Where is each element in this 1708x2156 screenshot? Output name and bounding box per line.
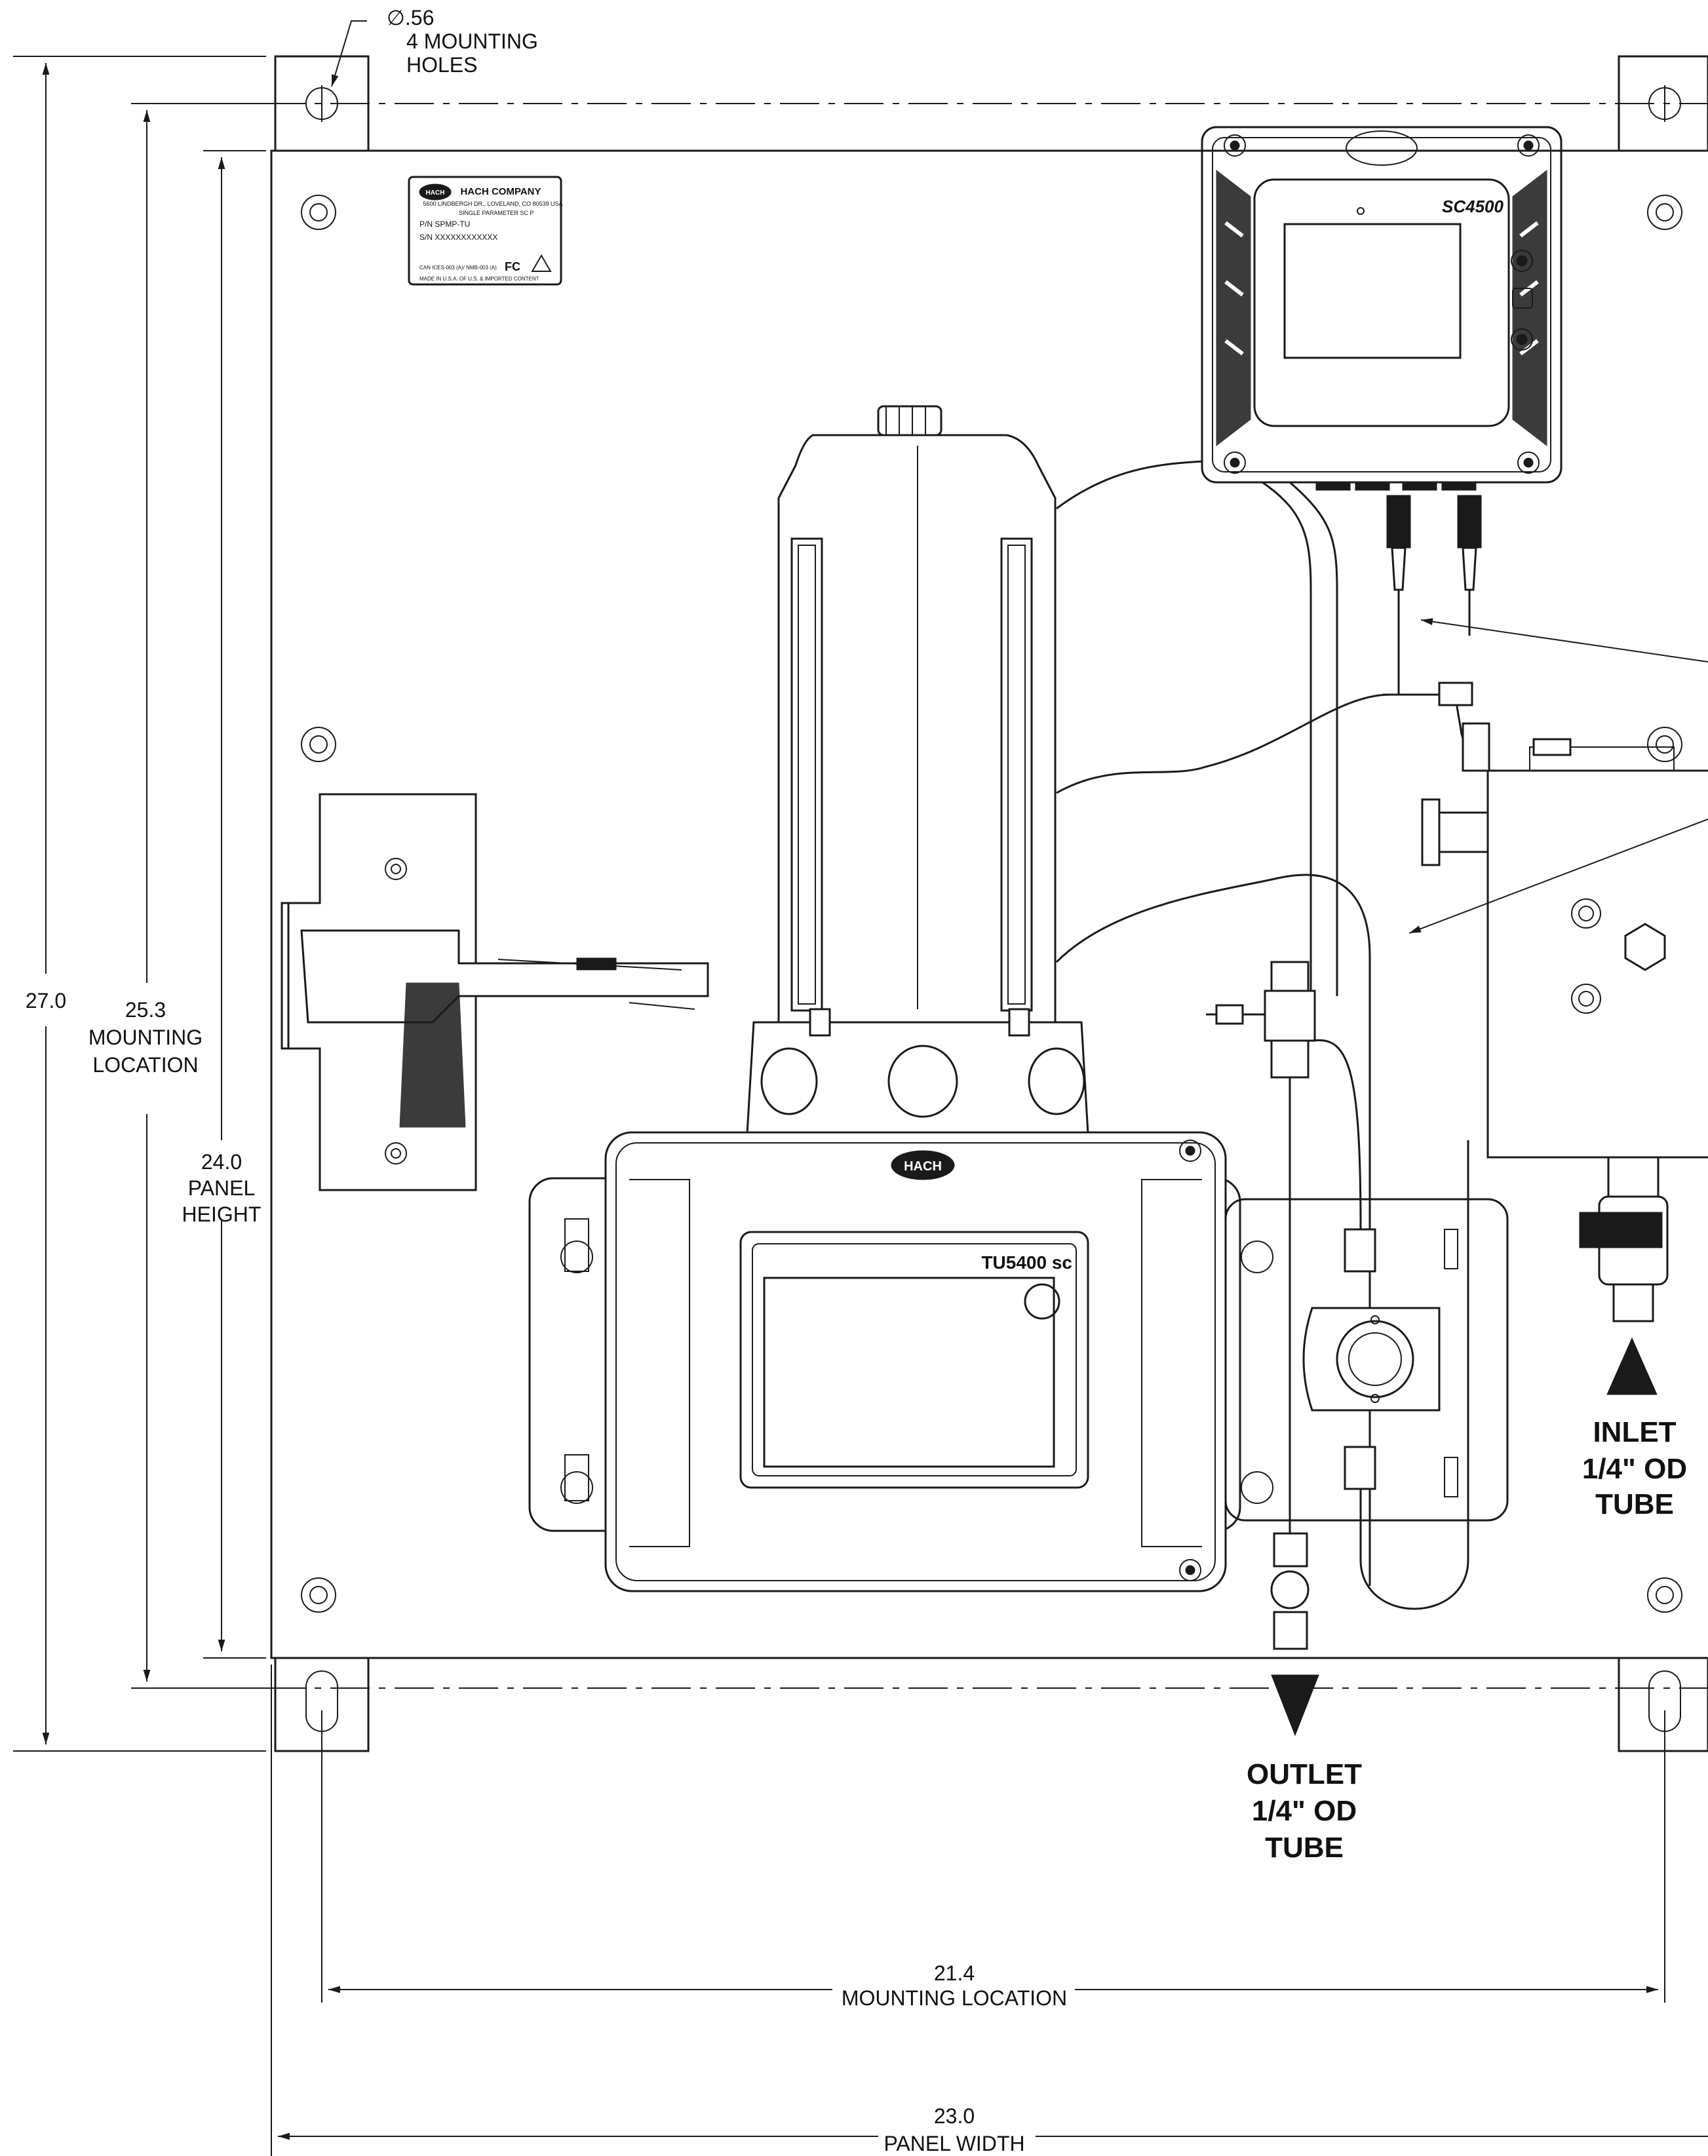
nameplate-company: HACH COMPANY	[460, 186, 541, 197]
analyzer-logo	[891, 1150, 955, 1180]
nameplate-model: SINGLE PARAMETER SC P	[459, 210, 534, 216]
sc4500-controller: SC4500	[1201, 126, 1562, 491]
nameplate-sn: S/N XXXXXXXXXXXX	[419, 233, 497, 242]
nameplate-brand: HACH	[426, 189, 445, 197]
sensor-bracket	[281, 793, 709, 1191]
flow-cell-plate	[1224, 1198, 1509, 1522]
panel-screw	[301, 195, 336, 230]
panel-outline	[270, 149, 1708, 1659]
panel-width-value: 23.0	[934, 2104, 975, 2128]
nameplate-fcc-mark: FC	[505, 260, 520, 273]
outlet-label: OUTLET	[1247, 1758, 1362, 1790]
sensor-tower	[746, 405, 1089, 1135]
hole-label: HOLES	[406, 53, 477, 77]
inlet-ball-valve	[1579, 1156, 1669, 1322]
hole-diameter: ∅.56	[387, 6, 434, 29]
inlet-manifold	[1383, 682, 1708, 1159]
panel-height-label: HEIGHT	[182, 1203, 262, 1226]
analyzer-label: TU5400 sc	[981, 1252, 1072, 1273]
panel-screw	[301, 727, 336, 762]
controller-connector	[1457, 495, 1482, 636]
analyzer-brand: HACH	[904, 1159, 942, 1174]
mounting-height-label: LOCATION	[92, 1053, 198, 1077]
nameplate-cert: CAN ICES-003 (A)/ NMB-003 (A)	[419, 265, 497, 271]
controller-display[interactable]	[1283, 223, 1462, 359]
outlet-arrow-icon	[1271, 1674, 1319, 1737]
nameplate-pn: P/N SPMP-TU	[419, 220, 470, 229]
analyzer-display[interactable]	[763, 1277, 1055, 1468]
controller-logo	[1346, 130, 1418, 166]
mounting-tab-bottom-right	[1618, 1657, 1708, 1752]
panel-screw	[1647, 195, 1682, 230]
mounting-height-value: 25.3	[125, 998, 166, 1022]
mounting-width-value: 21.4	[934, 1961, 975, 1985]
mounting-width-label: MOUNTING LOCATION	[842, 1986, 1067, 2010]
panel-width-label: PANEL WIDTH	[883, 2132, 1024, 2155]
inlet-arrow-icon	[1606, 1337, 1658, 1395]
panel-height-value: 24.0	[201, 1150, 242, 1174]
controller-label: SC4500	[1442, 197, 1504, 216]
analyzer-button[interactable]	[1024, 1283, 1060, 1320]
inlet-tube: TUBE	[1595, 1488, 1674, 1520]
outlet-fitting	[1270, 1532, 1310, 1650]
hole-count: 4 MOUNTING	[406, 29, 538, 53]
panel-height-label: PANEL	[188, 1176, 256, 1200]
inlet-size: 1/4" OD	[1582, 1453, 1687, 1485]
controller-connector	[1386, 495, 1411, 695]
overall-height: 27.0	[26, 989, 66, 1012]
nameplate-origin: MADE IN U.S.A. OF U.S. & IMPORTED CONTEN…	[419, 276, 539, 282]
panel-screw	[1647, 727, 1682, 762]
usb-icon	[1512, 288, 1533, 309]
warning-icon	[531, 254, 552, 272]
nameplate: HACH HACH COMPANY 5600 LINDBERGH DR., LO…	[408, 176, 563, 286]
tu5400-analyzer: HACH TU5400 sc	[528, 1131, 1273, 1592]
nameplate-address: 5600 LINDBERGH DR., LOVELAND, CO 80539 U…	[423, 201, 562, 207]
flow-cell	[1302, 1228, 1441, 1490]
outlet-tube: TUBE	[1265, 1832, 1344, 1864]
inlet-label: INLET	[1593, 1416, 1676, 1448]
panel-screw	[1647, 1577, 1682, 1613]
tee-fitting	[1206, 961, 1316, 1079]
panel-screw	[301, 1577, 336, 1613]
mounting-height-label: MOUNTING	[88, 1026, 203, 1049]
outlet-size: 1/4" OD	[1252, 1795, 1357, 1827]
